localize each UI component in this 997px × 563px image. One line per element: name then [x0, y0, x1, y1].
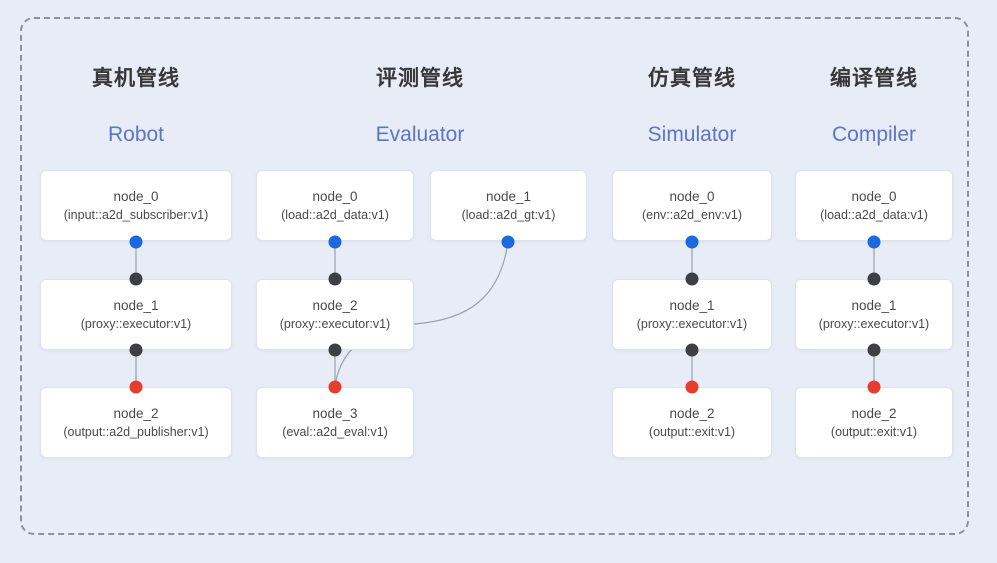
node-subtitle: (load::a2d_data:v1) [820, 207, 928, 222]
node-title: node_1 [113, 298, 159, 313]
output-port-dot-black [328, 343, 342, 357]
input-port-dot-black [328, 272, 342, 286]
pipeline-title-en-simulator: Simulator [647, 123, 737, 146]
gt-to-eval-curve-connector [334, 241, 509, 387]
node-title: node_1 [669, 298, 715, 313]
node-box-evaluator-node-3: node_3 (eval::a2d_eval:v1) [256, 387, 414, 458]
node-subtitle: (output::exit:v1) [830, 424, 918, 439]
node-subtitle: (load::a2d_gt:v1) [461, 207, 556, 222]
node-subtitle: (proxy::executor:v1) [636, 316, 748, 331]
node-subtitle: (load::a2d_data:v1) [281, 207, 389, 222]
output-port-dot-blue [129, 235, 143, 249]
pipeline-title-en-evaluator: Evaluator [375, 123, 465, 146]
node-box-evaluator-node-2: node_2 (proxy::executor:v1) [256, 279, 414, 350]
output-port-dot-blue [867, 235, 881, 249]
node-subtitle: (proxy::executor:v1) [80, 316, 192, 331]
output-port-dot-black [685, 343, 699, 357]
dashed-frame [20, 17, 969, 535]
node-title: node_1 [851, 298, 897, 313]
output-port-dot-black [867, 343, 881, 357]
node-box-evaluator-node-0: node_0 (load::a2d_data:v1) [256, 170, 414, 241]
node-box-compiler-node-1: node_1 (proxy::executor:v1) [795, 279, 953, 350]
node-subtitle: (output::a2d_publisher:v1) [63, 424, 209, 439]
node-box-robot-node-0: node_0 (input::a2d_subscriber:v1) [40, 170, 232, 241]
node-box-evaluator-node-1: node_1 (load::a2d_gt:v1) [430, 170, 587, 241]
node-title: node_2 [113, 406, 159, 421]
pipeline-title-zh-compiler: 编译管线 [830, 67, 918, 90]
node-title: node_2 [851, 406, 897, 421]
node-box-simulator-node-1: node_1 (proxy::executor:v1) [612, 279, 772, 350]
node-box-simulator-node-2: node_2 (output::exit:v1) [612, 387, 772, 458]
input-port-dot-red [129, 380, 143, 394]
node-title: node_3 [312, 406, 358, 421]
input-port-dot-red [328, 380, 342, 394]
node-title: node_0 [312, 189, 358, 204]
node-box-compiler-node-2: node_2 (output::exit:v1) [795, 387, 953, 458]
node-box-robot-node-2: node_2 (output::a2d_publisher:v1) [40, 387, 232, 458]
node-box-robot-node-1: node_1 (proxy::executor:v1) [40, 279, 232, 350]
node-title: node_2 [669, 406, 715, 421]
input-port-dot-black [867, 272, 881, 286]
node-subtitle: (output::exit:v1) [648, 424, 736, 439]
node-subtitle: (proxy::executor:v1) [818, 316, 930, 331]
output-port-dot-blue [501, 235, 515, 249]
pipeline-title-zh-evaluator: 评测管线 [376, 67, 464, 90]
output-port-dot-blue [328, 235, 342, 249]
node-title: node_0 [113, 189, 159, 204]
node-subtitle: (proxy::executor:v1) [279, 316, 391, 331]
output-port-dot-black [129, 343, 143, 357]
pipeline-title-en-robot: Robot [107, 123, 165, 146]
output-port-dot-blue [685, 235, 699, 249]
input-port-dot-red [867, 380, 881, 394]
input-port-dot-black [685, 272, 699, 286]
node-subtitle: (env::a2d_env:v1) [641, 207, 743, 222]
node-title: node_0 [669, 189, 715, 204]
input-port-dot-red [685, 380, 699, 394]
node-title: node_2 [312, 298, 358, 313]
pipeline-title-zh-robot: 真机管线 [92, 67, 180, 90]
input-port-dot-black [129, 272, 143, 286]
node-box-compiler-node-0: node_0 (load::a2d_data:v1) [795, 170, 953, 241]
node-subtitle: (input::a2d_subscriber:v1) [63, 207, 209, 222]
node-title: node_0 [851, 189, 897, 204]
pipeline-title-en-compiler: Compiler [831, 123, 917, 146]
pipeline-title-zh-simulator: 仿真管线 [648, 67, 736, 90]
node-box-simulator-node-0: node_0 (env::a2d_env:v1) [612, 170, 772, 241]
node-title: node_1 [485, 189, 532, 204]
node-subtitle: (eval::a2d_eval:v1) [282, 424, 388, 439]
